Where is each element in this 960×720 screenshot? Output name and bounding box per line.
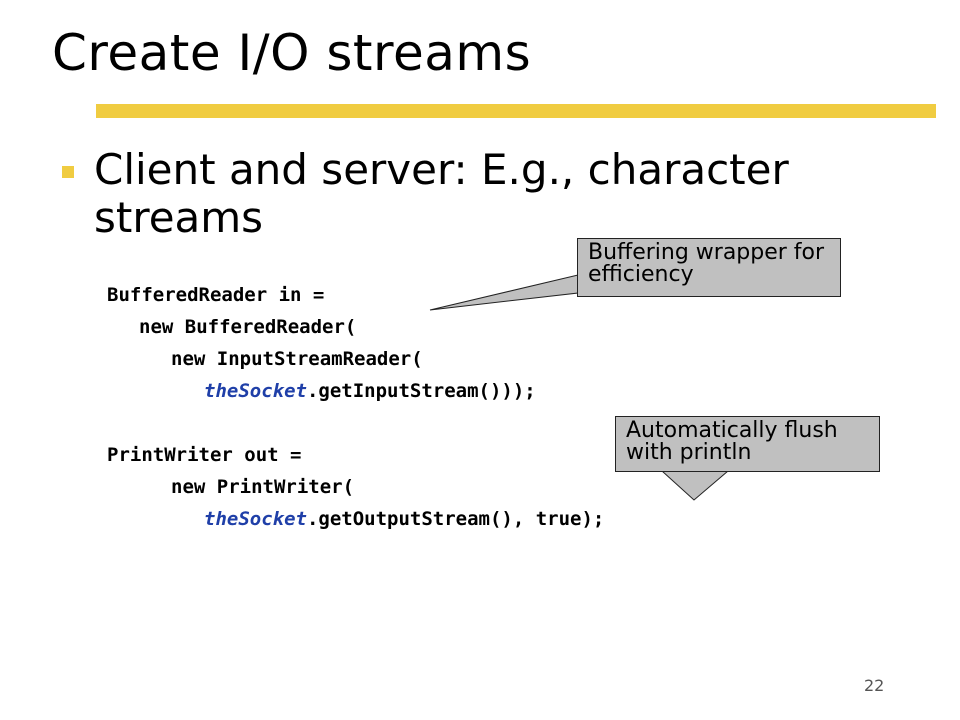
title-underline [96, 104, 936, 118]
page-number: 22 [864, 676, 885, 695]
buffering-callout-pointer [429, 274, 579, 311]
flush-callout-pointer [660, 470, 730, 501]
code-line-2: new BufferedReader( [139, 316, 357, 338]
code-line-3: new InputStreamReader( [171, 348, 423, 370]
code-line-7-object: theSocket [204, 508, 307, 530]
code-line-1: BufferedReader in = [107, 284, 325, 306]
code-line-4-object: theSocket [204, 380, 307, 402]
buffering-callout: Buffering wrapper for efficiency [577, 238, 841, 297]
code-line-7: theSocket.getOutputStream(), true); [204, 510, 604, 529]
bullet-text: Client and server: E.g., character strea… [94, 145, 789, 242]
code-line-5: PrintWriter out = [107, 444, 302, 466]
flush-callout: Automatically flush with println [615, 416, 880, 472]
slide-title: Create I/O streams [52, 24, 532, 82]
code-line-4: theSocket.getInputStream())); [204, 382, 536, 401]
code-line-6: new PrintWriter( [171, 476, 355, 498]
bullet-square-icon [62, 166, 74, 178]
code-line-4-rest: .getInputStream())); [306, 380, 536, 402]
code-line-7-rest: .getOutputStream(), true); [306, 508, 605, 530]
